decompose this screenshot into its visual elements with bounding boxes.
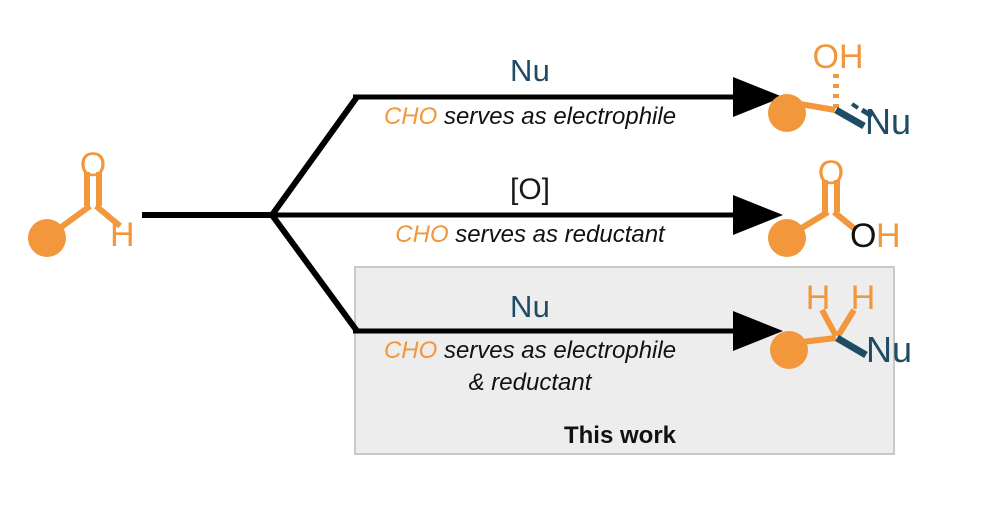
- product-structure-middle: [768, 180, 858, 257]
- caption-bottom: CHO serves as electrophile: [384, 339, 676, 363]
- atom-label-h2-bottom-product: H: [850, 279, 876, 317]
- r-group-sphere-middle-product: [768, 219, 806, 257]
- caption-top-rest: serves as electrophile: [437, 103, 677, 130]
- r-group-sphere-start: [28, 219, 66, 257]
- caption-top: CHO serves as electrophile: [384, 105, 676, 129]
- atom-label-o-of-oh-middle-product: O: [850, 217, 877, 255]
- starting-material-structure: [28, 172, 122, 257]
- branch-lines: [142, 95, 360, 333]
- atom-label-nu-top-product: Nu: [865, 101, 912, 142]
- branch-line-to-top: [269, 95, 360, 217]
- this-work-footer-label: This work: [563, 422, 677, 449]
- atom-label-oh-top-product: OH: [812, 38, 864, 76]
- bond-r-to-methylene-carbon: [801, 335, 837, 345]
- bond-r-to-carbonyl-carbon: [58, 203, 92, 231]
- atom-label-o-start: O: [79, 146, 107, 184]
- caption-bottom-cho: CHO: [383, 337, 438, 364]
- bond-methylene-to-h2: [835, 308, 857, 338]
- caption-middle-cho: CHO: [395, 221, 449, 248]
- bond-r-to-carbinol-carbon-top: [799, 101, 836, 113]
- caption-bottom-rest: serves as electrophile: [437, 337, 677, 364]
- caption-middle-rest: serves as reductant: [448, 221, 665, 248]
- product-structure-bottom: [770, 308, 868, 369]
- caption-bottom-line2: & reductant: [468, 369, 592, 396]
- reagent-label-top: Nu: [509, 53, 551, 88]
- atom-label-h1-bottom-product: H: [805, 279, 831, 317]
- bond-hash-nu-top-2: [850, 102, 860, 110]
- bond-hash-nu-top-1: [860, 107, 874, 119]
- bond-methylene-to-h1: [819, 308, 839, 338]
- product-structure-top: [768, 72, 874, 132]
- atom-label-h-of-oh-middle-product: H: [876, 217, 901, 255]
- bond-r-to-acid-carbon: [798, 209, 830, 232]
- bond-acid-to-oh: [832, 209, 858, 233]
- bond-methylene-to-nu: [835, 334, 868, 359]
- r-group-sphere-bottom-product: [770, 331, 808, 369]
- atom-label-h-start: H: [110, 216, 135, 254]
- reagent-label-middle: [O]: [509, 173, 551, 206]
- reagent-label-bottom: Nu: [509, 289, 551, 324]
- branch-line-to-bottom: [269, 213, 360, 333]
- bond-wedge-to-nu-top: [834, 106, 866, 130]
- atom-label-o-middle-product: O: [817, 154, 845, 192]
- caption-middle: CHO serves as reductant: [395, 223, 664, 247]
- caption-top-cho: CHO: [383, 103, 438, 130]
- atom-label-nu-bottom-product: Nu: [866, 329, 913, 370]
- r-group-sphere-top-product: [768, 94, 806, 132]
- bond-carbonyl-to-h: [94, 203, 122, 229]
